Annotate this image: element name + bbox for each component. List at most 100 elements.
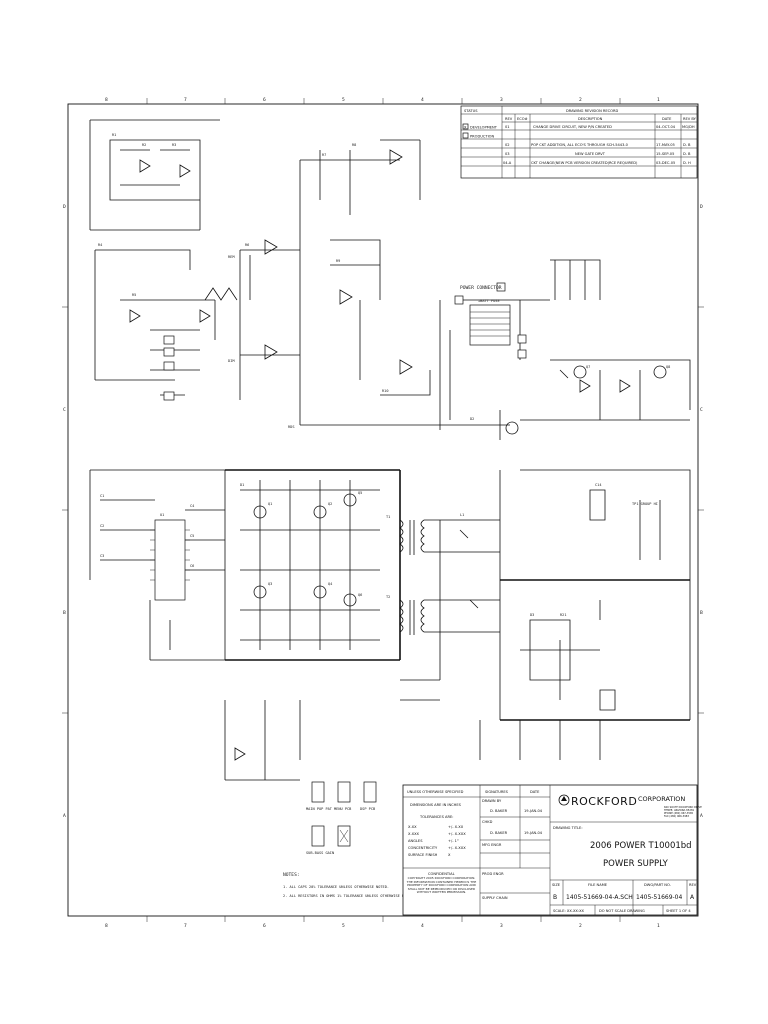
col-label: 2 — [579, 923, 582, 929]
part-label: C3 — [100, 554, 104, 558]
tolerance-value: X — [448, 853, 451, 857]
tolerance-value: +/- X.XXX — [448, 832, 466, 836]
part-label: RDS — [288, 425, 295, 429]
prod-label: PROD ENGR — [482, 872, 504, 876]
part-label: Q5 — [358, 491, 362, 495]
option-box-label: SUB-BASS GAIN — [306, 851, 334, 855]
notes-heading: NOTES: — [283, 872, 300, 878]
part-label: R9 — [336, 259, 340, 263]
rev-by-header: REV BY — [683, 117, 697, 121]
rev-by-cell: D. B — [683, 143, 691, 147]
part-label: R3 — [172, 143, 176, 147]
date-cell: 03-DEC-05 — [656, 161, 675, 165]
status-label: STATUS — [464, 109, 478, 113]
checked-by: D. BAKER — [490, 831, 508, 835]
part-label: C14 — [595, 483, 602, 487]
drawn-by-label: DRAWN BY — [482, 799, 502, 803]
row-label: A — [63, 813, 66, 819]
description-cell: NEW GATE DRVT — [575, 152, 606, 156]
col-label: 6 — [263, 97, 266, 103]
tolerance-name: ANGLES — [408, 839, 423, 843]
status-checkbox-development[interactable] — [462, 123, 469, 130]
row-label: A — [700, 813, 703, 819]
address-line: PHONE (480) 967-3565 — [664, 811, 694, 815]
part-label: C4 — [190, 504, 194, 508]
tolerance-name: X.XXX — [408, 832, 420, 836]
col-label: 1 — [657, 923, 660, 929]
schematic-labels: POWER CONNECTOR +BATT FUSE TP1 GROUP HI … — [98, 133, 670, 617]
description-cell: CHANGE DRIVE CIRCUIT, NEW P/N CREATED — [533, 125, 612, 129]
part-label: R6 — [245, 243, 249, 247]
row-label: B — [63, 610, 66, 616]
notes: NOTES: 1. ALL CAPS 20% TOLERANCE UNLESS … — [283, 872, 415, 898]
rev-cell: 02 — [505, 143, 510, 147]
part-label: Q2 — [328, 502, 332, 506]
note-line: 2. ALL RESISTORS IN OHMS 1% TOLERANCE UN… — [283, 894, 415, 898]
border-row-labels: D C B A D C B A — [62, 204, 704, 819]
status-checkbox-production[interactable] — [462, 132, 469, 139]
rev-by-cell: D. B — [683, 152, 691, 156]
tolerance-value: +/- 1° — [448, 839, 459, 843]
filename-label: FILE NAME — [588, 883, 608, 887]
rockford-logo — [558, 794, 570, 806]
part-label: L1 — [460, 513, 464, 517]
status-option: PRODUCTION — [470, 135, 494, 139]
col-label: 2 — [579, 97, 582, 103]
part-label: Q7 — [586, 365, 590, 369]
part-label: DIM — [228, 359, 235, 363]
size-value: B — [553, 894, 557, 901]
supply-label: SUPPLY CHAIN — [482, 896, 508, 900]
col-label: 3 — [500, 923, 503, 929]
date-cell: 17-MAY-05 — [656, 143, 675, 147]
check-mark-icon: X — [464, 125, 467, 129]
part-label: Q8 — [666, 365, 670, 369]
title-block: UNLESS OTHERWISE SPECIFIED SIGNATURES DA… — [402, 784, 702, 916]
part-label: R1 — [112, 133, 116, 137]
part-label: Q4 — [328, 582, 332, 586]
rev-by-cell: MG/DH — [682, 125, 695, 129]
date-cell: 15-SEP-05 — [656, 152, 674, 156]
description-header: DESCRIPTION — [578, 117, 603, 121]
part-label: Q3 — [268, 582, 272, 586]
logo-mark-icon — [561, 796, 567, 801]
sheet-number: SHEET 1 OF 4 — [666, 909, 691, 913]
revision-record-label: DRAWING REVISION RECORD — [566, 109, 618, 113]
part-label: D3 — [530, 613, 534, 617]
col-label: 7 — [184, 97, 187, 103]
drawing-title-line1: 2006 POWER T10001bd — [590, 841, 692, 851]
eco-header: ECO# — [517, 117, 528, 121]
part-label: C6 — [190, 564, 194, 568]
power-connector-label: POWER CONNECTOR — [460, 285, 502, 291]
row-label: B — [700, 610, 703, 616]
part-label: R4 — [98, 243, 102, 247]
schematic-wiring — [89, 119, 691, 781]
description-cell: POP CKT ADDITION, ALL ECO'S THROUGH SCH-… — [531, 143, 629, 147]
test-point-label: TP1 GROUP HI — [632, 502, 658, 506]
description-cell: CKT CHANGE(NEW PCB VERSION CREATED(RCE R… — [531, 161, 638, 165]
part-label: C5 — [190, 534, 194, 538]
part-label: R21 — [560, 613, 567, 617]
part-label: Q6 — [358, 593, 362, 597]
rev-value: A — [690, 894, 695, 901]
row-label: C — [63, 407, 66, 413]
col-label: 6 — [263, 923, 266, 929]
part-label: Q1 — [268, 502, 272, 506]
address-line: TEMPE, ARIZONA 85281 — [664, 808, 695, 812]
tolerance-name: X.XX — [408, 825, 417, 829]
col-label: 5 — [342, 97, 345, 103]
part-label: C2 — [100, 524, 104, 528]
col-label: 5 — [342, 923, 345, 929]
row-label: D — [700, 204, 703, 210]
date-label: DATE — [530, 790, 540, 794]
drawing-title-line2: POWER SUPPLY — [603, 859, 669, 869]
drawn-by: D. BAKER — [490, 809, 508, 813]
mfg-label: MFG ENGR — [482, 843, 502, 847]
tolerance-value: +/- X.XX — [448, 825, 464, 829]
checked-label: CHKD — [482, 820, 493, 824]
confidential-title: CONFIDENTIAL — [428, 872, 455, 876]
part-label: D1 — [240, 483, 244, 487]
rev-cell: 03 — [505, 152, 510, 156]
date-header: DATE — [662, 117, 672, 121]
tolerance-name: SURFACE FINISH — [408, 853, 438, 857]
